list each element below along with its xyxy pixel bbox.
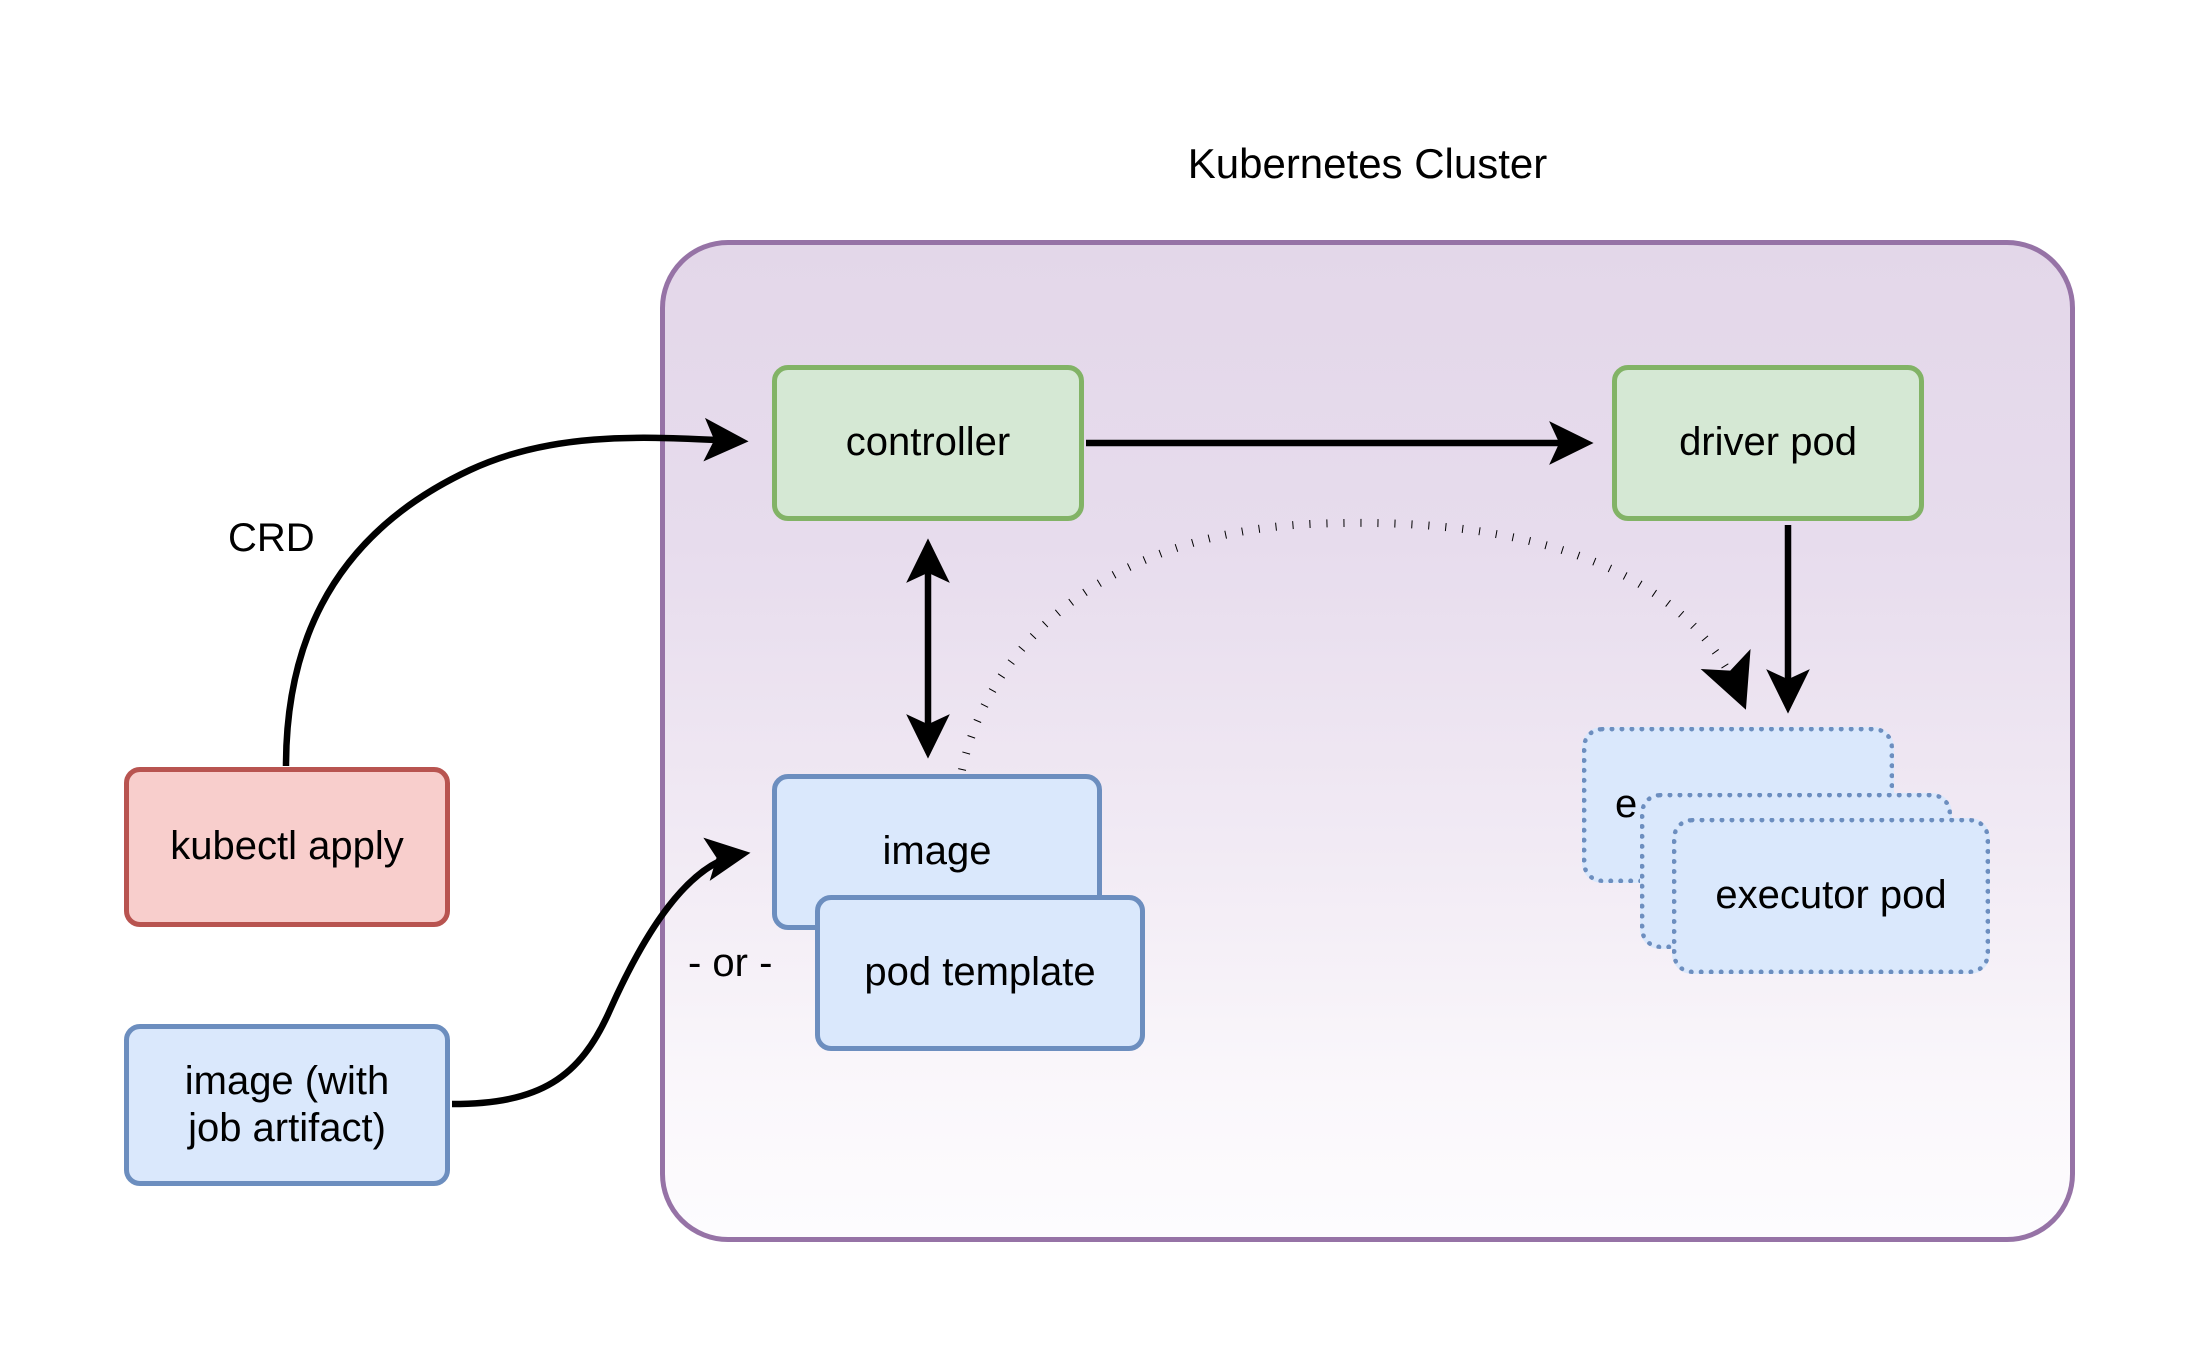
node-image-with-job-artifact-line1: image (with [184,1058,390,1103]
node-image-label: image [882,829,992,874]
node-controller[interactable]: controller [772,365,1084,521]
edge-label-crd: CRD [228,516,315,560]
cluster-title: Kubernetes Cluster [1187,140,1548,187]
node-executor-pod-back-label: e [1615,782,1638,827]
node-image-with-job-artifact-text: image (with job artifact) [185,1058,390,1152]
edge-label-or: - or - [688,941,773,985]
node-kubectl-apply-label: kubectl apply [170,824,404,869]
node-image-with-job-artifact-line2: job artifact) [188,1106,386,1150]
node-driver-pod[interactable]: driver pod [1612,365,1924,521]
node-pod-template[interactable]: pod template [815,895,1145,1051]
node-driver-pod-label: driver pod [1679,420,1857,465]
node-pod-template-label: pod template [864,950,1096,995]
node-executor-pod-front-label: executor pod [1715,873,1947,918]
node-controller-label: controller [845,420,1011,465]
node-executor-pod-front[interactable]: executor pod [1672,818,1990,974]
node-image-with-job-artifact[interactable]: image (with job artifact) [124,1024,450,1186]
node-kubectl-apply[interactable]: kubectl apply [124,767,450,927]
